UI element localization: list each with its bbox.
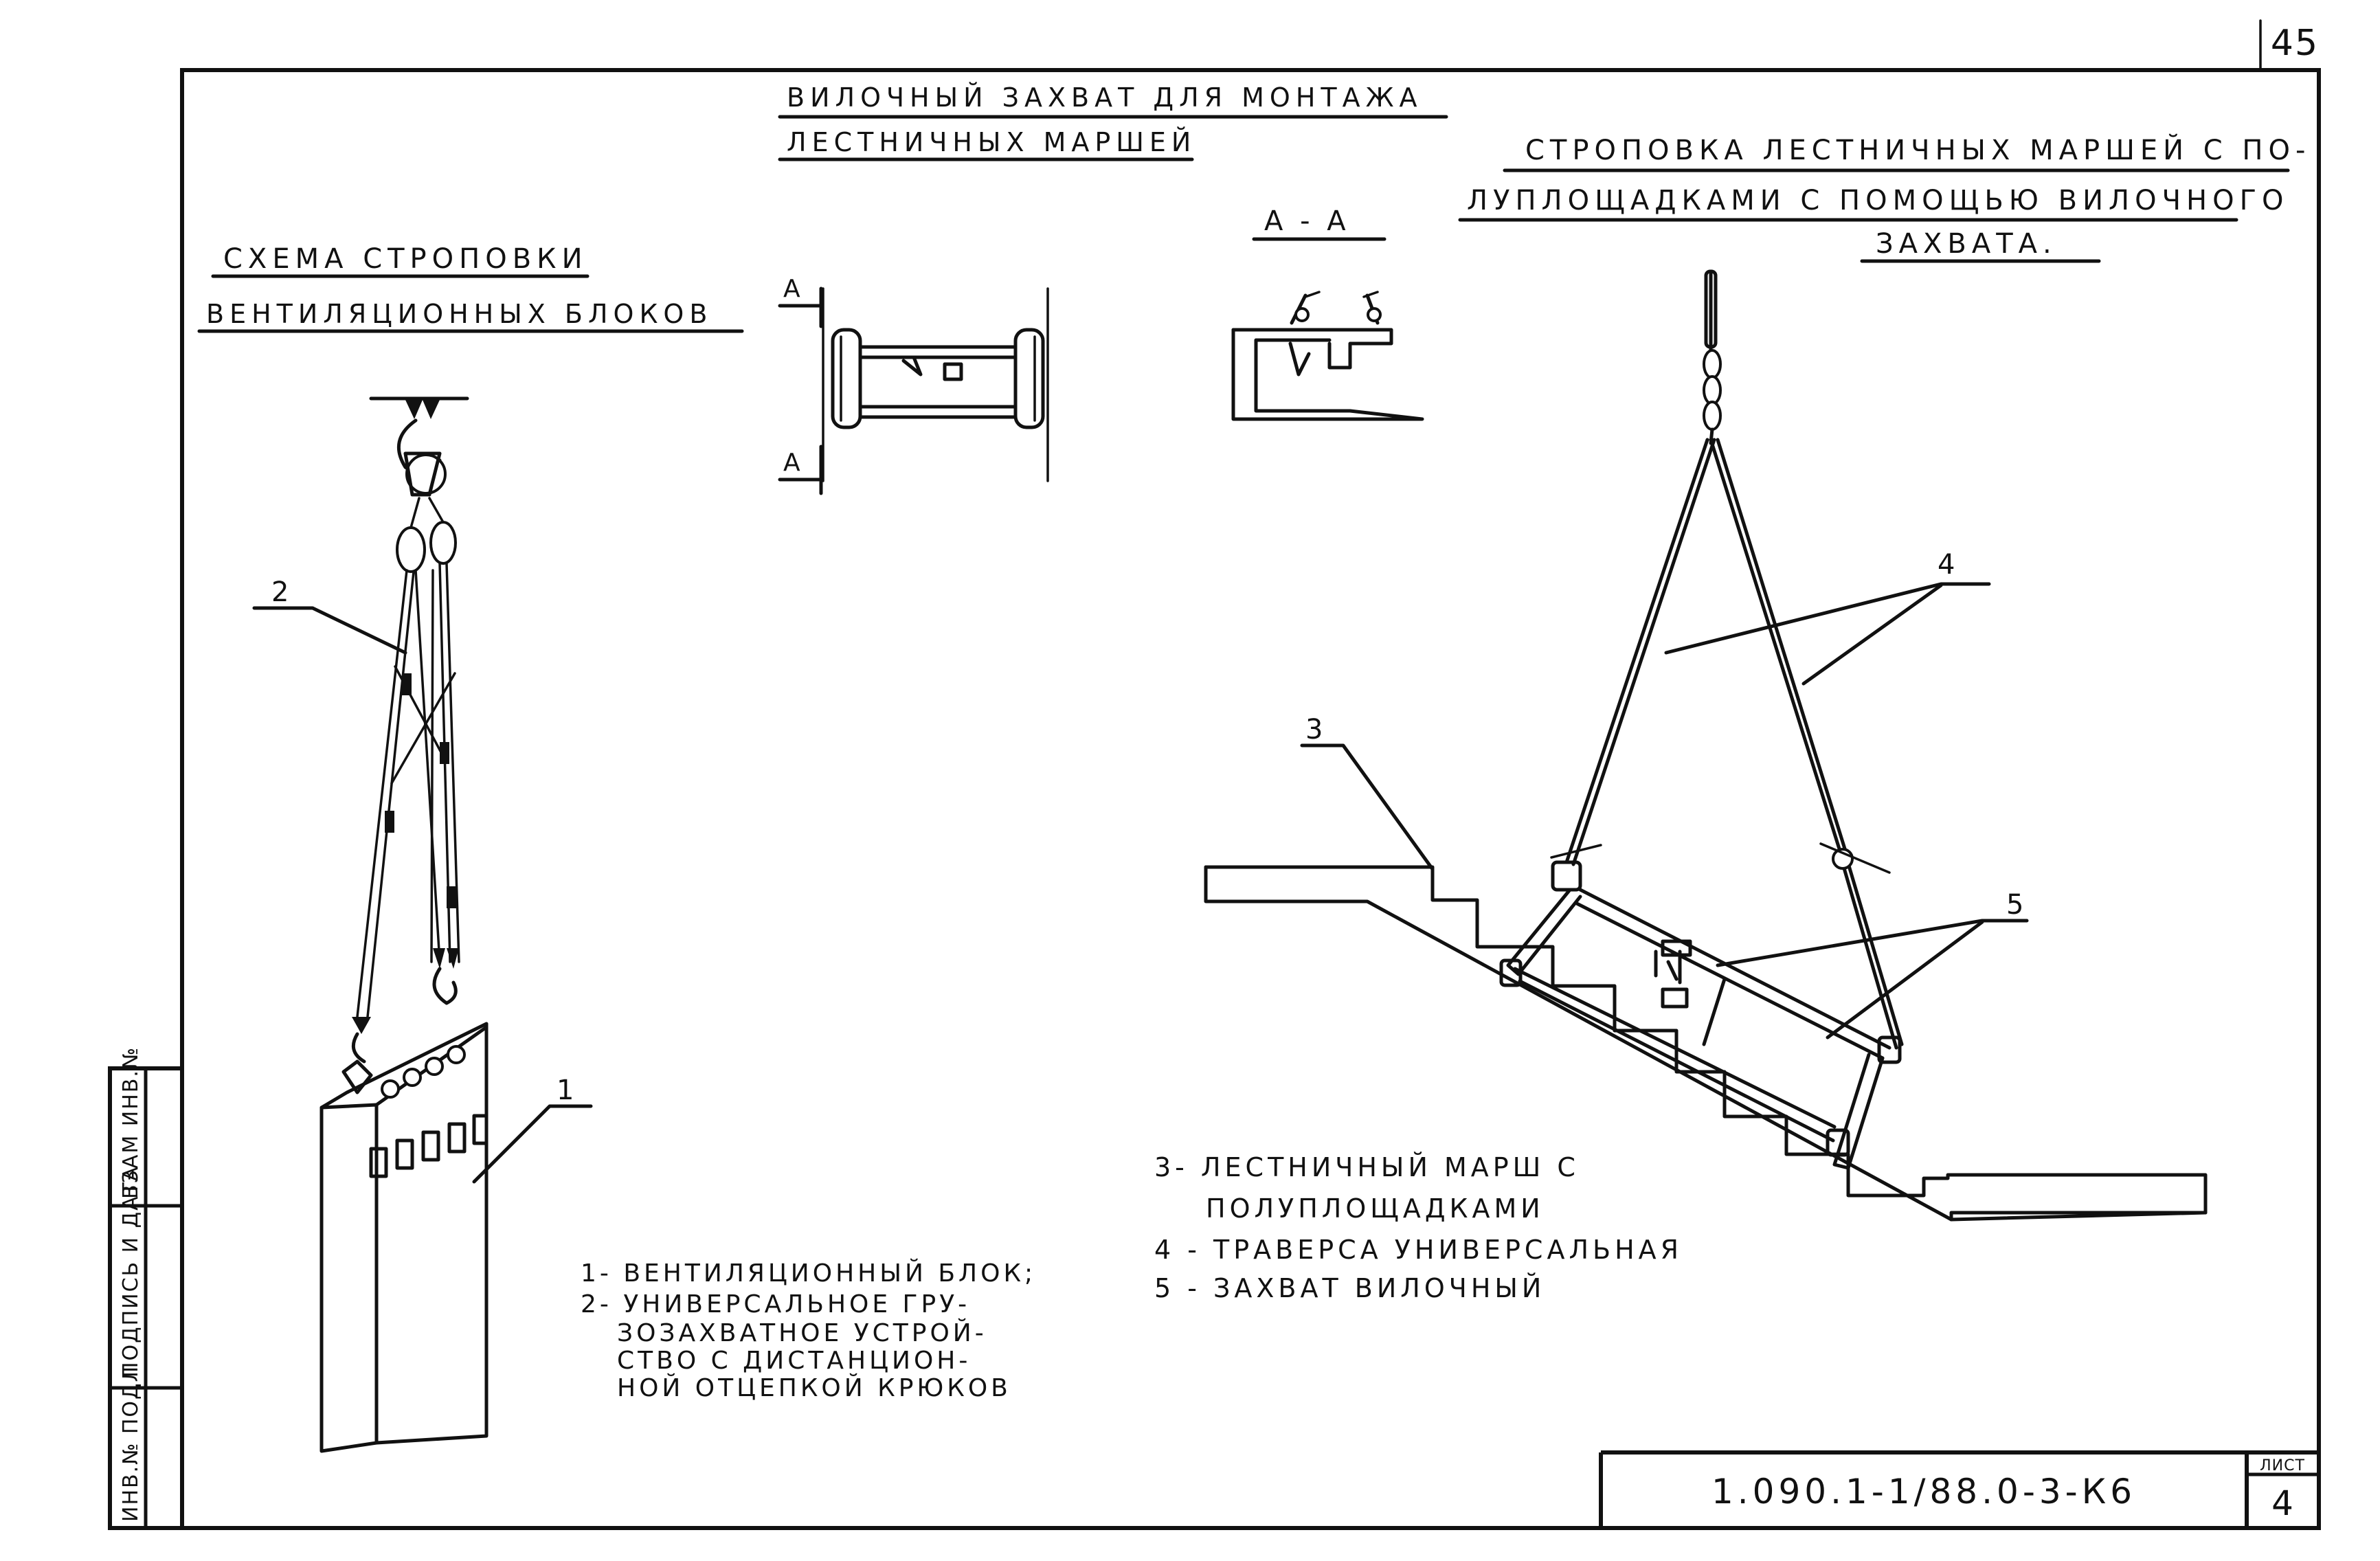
stair-title-line1: СТРОПОВКА ЛЕСТНИЧНЫХ МАРШЕЙ С ПО- — [1525, 133, 2311, 166]
drawing-code: 1.090.1-1/88.0-3-К6 — [1711, 1472, 2136, 1512]
stair-legend-line3: 4 - ТРАВЕРСА УНИВЕРСАЛЬНАЯ — [1154, 1235, 1683, 1265]
fork-title-line1: ВИЛОЧНЫЙ ЗАХВАТ ДЛЯ МОНТАЖА — [787, 82, 1423, 113]
title-block — [1599, 1450, 2321, 1528]
cut-mark-bottom — [778, 445, 823, 495]
callout-1: 1 — [557, 1075, 579, 1106]
hoist-rigging — [351, 396, 469, 1064]
callout-4: 4 — [1938, 549, 1960, 581]
stair-title-line2: ЛУПЛОЩАДКАМИ С ПОМОЩЬЮ ВИЛОЧНОГО — [1467, 185, 2289, 216]
cut-mark-top-label: А — [783, 275, 800, 303]
stair-flight — [1204, 865, 2208, 1222]
stair-legend-line2: ПОЛУПЛОЩАДКАМИ — [1206, 1193, 1545, 1224]
fork-title-line2: ЛЕСТНИЧНЫХ МАРШЕЙ — [787, 127, 1196, 157]
section-title: А - А — [1264, 205, 1350, 237]
traverse-sling — [1550, 269, 1904, 1050]
vent-legend-line4: СТВО С ДИСТАНЦИОН- — [617, 1347, 971, 1375]
cut-mark-top — [778, 287, 823, 328]
vent-legend-line1: 1- ВЕНТИЛЯЦИОННЫЙ БЛОК; — [581, 1259, 1036, 1288]
sheet-label: ЛИСТ — [2260, 1457, 2305, 1474]
stair-legend-line1: 3- ЛЕСТНИЧНЫЙ МАРШ С — [1154, 1152, 1580, 1182]
fork-grip-assembly — [1499, 860, 1902, 1170]
vent-legend-line3: ЗОЗАХВАТНОЕ УСТРОЙ- — [617, 1318, 987, 1347]
stamp-vzam-inv: ВЗАМ ИНВ.№ — [119, 1046, 143, 1199]
vent-legend-line5: НОЙ ОТЦЕПКОЙ КРЮКОВ — [617, 1373, 1011, 1402]
section-aa-view — [1231, 291, 1424, 421]
stair-title-line3: ЗАХВАТА. — [1876, 228, 2057, 260]
ventilation-block — [319, 1022, 489, 1453]
side-stamp — [108, 1066, 184, 1530]
sheet-number: 4 — [2271, 1483, 2293, 1523]
callout-2: 2 — [271, 576, 294, 608]
page-number: 45 — [2271, 23, 2319, 64]
stamp-inv-podl: ИНВ.№ ПОДЛ — [119, 1365, 143, 1522]
callout-3: 3 — [1305, 714, 1328, 745]
cut-mark-bottom-label: А — [783, 449, 800, 477]
stair-legend-line4: 5 - ЗАХВАТ ВИЛОЧНЫЙ — [1154, 1273, 1545, 1303]
vent-title-line2: ВЕНТИЛЯЦИОННЫХ БЛОКОВ — [206, 299, 712, 329]
vent-legend-line2: 2- УНИВЕРСАЛЬНОЕ ГРУ- — [581, 1290, 970, 1318]
vent-title-line1: СХЕМА СТРОПОВКИ — [223, 243, 588, 275]
fork-plan-view — [822, 287, 1049, 482]
drawing-frame — [180, 19, 2321, 1530]
stamp-podpis-data: ПОДПИСЬ И ДАТА — [119, 1166, 143, 1378]
callout-5: 5 — [2006, 889, 2029, 921]
